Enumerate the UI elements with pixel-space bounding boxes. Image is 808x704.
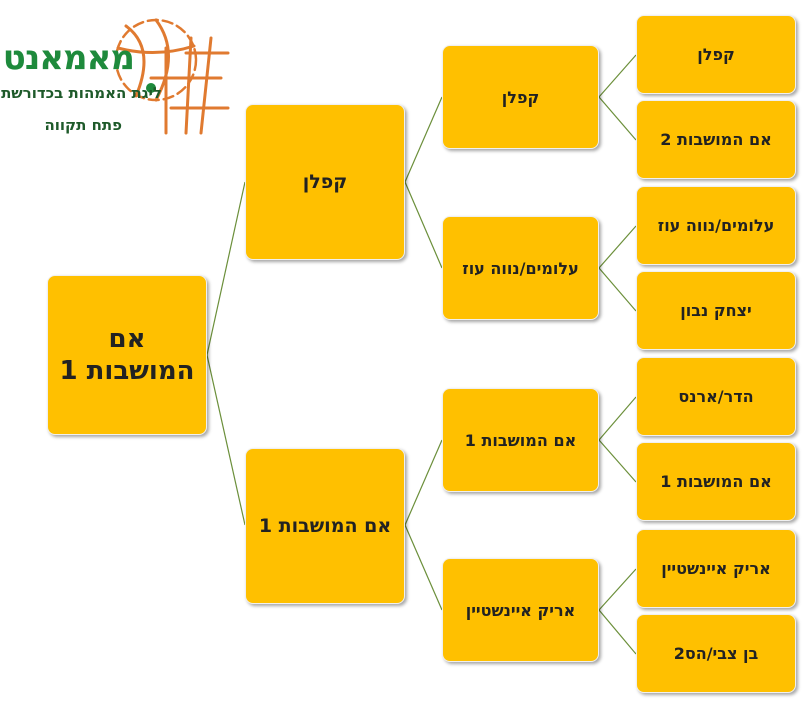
r16-team-label: קפלן [697,45,735,64]
connector-q2-r4 [598,267,637,312]
connector-q4-r7 [598,568,637,611]
quarter-team-label: אם המושבות 1 [464,430,577,450]
logo-city-text: פתח תקווה [44,116,122,134]
connector-q1-r1 [598,54,637,98]
quarter-team-label: עלומים/נווה עוז [462,258,579,278]
connector-q3-r6 [598,439,637,483]
bracket-semi-box: אם המושבות 1 [245,448,405,604]
bracket-r16-box: הדר/ארנס [636,357,796,436]
r16-team-label: אם המושבות 2 [660,130,772,149]
r16-team-label: הדר/ארנס [678,387,754,406]
connector-final-semi1 [206,181,246,356]
bracket-quarter-box: אריק איינשטיין [442,558,599,662]
connector-q3-r5 [598,396,637,441]
connector-semi2-q3 [404,439,443,526]
bracket-r16-box: אם המושבות 1 [636,442,796,521]
bracket-r16-box: יצחק נבון [636,271,796,350]
r16-team-label: עלומים/נווה עוז [657,216,775,235]
bracket-quarter-box: אם המושבות 1 [442,388,599,492]
bracket-r16-box: קפלן [636,15,796,94]
bracket-r16-box: אם המושבות 2 [636,100,796,179]
r16-team-label: אם המושבות 1 [660,472,772,491]
bracket-r16-box: עלומים/נווה עוז [636,186,796,265]
semi-team-label: אם המושבות 1 [258,515,392,537]
connector-semi1-q1 [404,96,443,183]
quarter-team-label: קפלן [501,87,540,107]
league-logo: מאמאנט ליגת האמהות בכדורשת פתח תקווה [1,8,234,148]
bracket-final-box: אם המושבות 1 [47,275,207,435]
connector-q4-r8 [598,609,637,655]
semi-team-label: קפלן [302,171,348,193]
connector-final-semi2 [206,354,246,526]
bracket-quarter-box: עלומים/נווה עוז [442,216,599,320]
r16-team-label: בן צבי/הס2 [673,644,759,663]
connector-semi1-q2 [404,181,443,269]
connector-q1-r2 [598,96,637,141]
volleyball-logo-graphic [114,18,230,135]
quarter-team-label: אריק איינשטיין [465,600,576,620]
final-team-label: אם המושבות 1 [59,324,195,386]
r16-team-label: אריק איינשטיין [661,559,771,578]
bracket-quarter-box: קפלן [442,45,599,149]
connector-semi2-q4 [404,524,443,611]
logo-name: מאמאנט [2,38,135,78]
logo-league-text: ליגת האמהות בכדורשת [1,84,162,102]
bracket-r16-box: אריק איינשטיין [636,529,796,608]
connector-q2-r3 [598,225,637,269]
r16-team-label: יצחק נבון [680,301,752,320]
bracket-r16-box: בן צבי/הס2 [636,614,796,693]
bracket-semi-box: קפלן [245,104,405,260]
